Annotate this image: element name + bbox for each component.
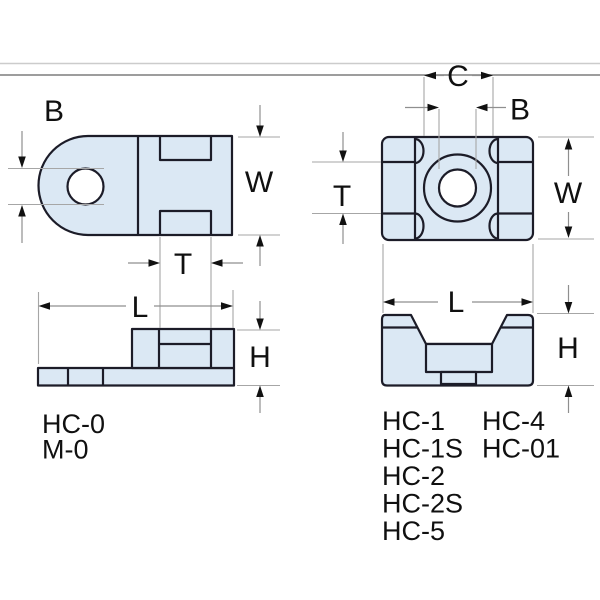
- saddle-corner-post-br: [488, 212, 499, 240]
- model-label-hc1: HC-1: [382, 406, 445, 436]
- model-label-hc2s: HC-2S: [382, 489, 463, 519]
- model-label-hc0: HC-0: [42, 409, 105, 439]
- arrow-up-icon: [256, 385, 264, 397]
- model-label-hc4: HC-4: [482, 406, 545, 436]
- arrow-right-icon: [481, 71, 493, 80]
- dim-l-left: L: [38, 291, 233, 324]
- saddle-top-view: [380, 135, 535, 242]
- arrow-left-icon: [476, 103, 488, 112]
- saddle-corner-post-tr: [488, 137, 499, 165]
- dim-label-h-right: H: [557, 332, 579, 365]
- arrow-down-icon: [256, 318, 264, 330]
- dim-label-t-left: T: [174, 248, 192, 281]
- arrow-up-icon: [564, 138, 573, 150]
- arrow-left-icon: [38, 302, 50, 310]
- model-label-hc2: HC-2: [382, 461, 445, 491]
- hc0-bottom-notch: [158, 209, 213, 234]
- model-label-hc01: HC-01: [482, 434, 560, 464]
- dim-label-c: C: [447, 60, 469, 93]
- dim-b-right: B: [405, 94, 530, 127]
- model-label-m0: M-0: [42, 435, 89, 465]
- hc0-mounting-hole: [66, 167, 105, 206]
- arrow-up-icon: [564, 385, 573, 397]
- hc0-raised-block: [130, 327, 236, 370]
- saddle-bridge-block: [424, 342, 494, 374]
- dimensions: B W T L H: [18, 60, 583, 413]
- dim-l-right: L: [383, 286, 533, 319]
- dim-label-b-right: B: [510, 94, 530, 127]
- model-labels: HC-0 M-0 HC-1 HC-1S HC-2 HC-2S HC-5 HC-4…: [42, 406, 560, 546]
- arrow-down-icon: [564, 302, 573, 314]
- hc0-side-view: [36, 327, 236, 387]
- model-label-hc1s: HC-1S: [382, 434, 463, 464]
- arrow-up-icon: [18, 205, 26, 217]
- dim-label-t-right: T: [333, 180, 351, 213]
- dim-label-w-right: W: [554, 177, 583, 210]
- dim-c: C: [424, 60, 493, 93]
- arrow-left-icon: [383, 298, 395, 306]
- arrow-right-icon: [221, 302, 233, 310]
- dim-t-right: T: [333, 132, 351, 244]
- dim-label-w-left: W: [245, 166, 274, 199]
- arrow-right-icon: [148, 259, 160, 267]
- saddle-corner-post-bl: [414, 212, 425, 240]
- dim-label-l-left: L: [132, 291, 149, 324]
- dim-b-left: B: [18, 95, 64, 243]
- saddle-corner-post-tl: [414, 137, 425, 165]
- arrow-right-icon: [427, 103, 439, 112]
- dim-t-left: T: [128, 248, 243, 281]
- saddle-foot: [439, 370, 478, 386]
- hc0-top-notch: [158, 137, 213, 162]
- model-label-hc5: HC-5: [382, 516, 445, 546]
- saddle-mounting-hole: [437, 168, 478, 208]
- arrow-down-icon: [256, 125, 264, 137]
- arrow-down-icon: [564, 226, 573, 238]
- dim-h-right: H: [557, 285, 579, 413]
- arrow-down-icon: [18, 156, 26, 168]
- hc0-top-view: [37, 134, 234, 237]
- saddle-side-view: [380, 313, 535, 387]
- dim-label-l-right: L: [448, 286, 465, 319]
- dim-h-left: H: [249, 301, 271, 413]
- arrow-up-icon: [339, 213, 347, 225]
- header-rules: [0, 62, 600, 76]
- dim-w-right: W: [554, 138, 583, 238]
- arrow-left-icon: [424, 71, 436, 80]
- dim-label-b-left: B: [44, 95, 64, 128]
- arrow-up-icon: [256, 235, 264, 247]
- arrow-right-icon: [521, 298, 533, 306]
- arrow-down-icon: [339, 150, 347, 162]
- extension-lines: [8, 77, 594, 387]
- dim-label-h-left: H: [249, 341, 271, 374]
- dim-w-left: W: [245, 105, 274, 266]
- arrow-left-icon: [211, 259, 223, 267]
